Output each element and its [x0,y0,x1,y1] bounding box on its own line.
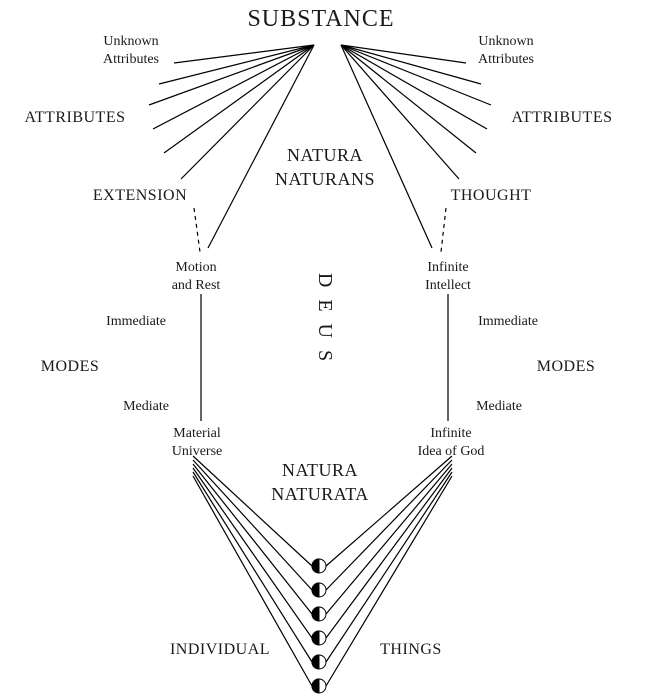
material-universe-label: Material Universe [147,425,247,461]
natura-naturans-line1: NATURA [286,145,363,165]
immediate-right-label: Immediate [478,314,538,329]
unknown-attributes-right-line1: Unknown [478,34,534,49]
modes-right-label: MODES [536,358,596,375]
motion-and-rest-line1: Motion [175,260,217,275]
substance-title: SUBSTANCE [247,6,395,32]
modes-left-label: MODES [40,358,100,375]
left-attribute-fan [148,44,315,249]
things-label: THINGS [380,641,442,658]
infinite-intellect-line2: Intellect [425,278,471,293]
individual-thing-nodes [311,558,327,694]
natura-naturans-line2: NATURANS [274,169,375,189]
unknown-attributes-right-label: Unknown Attributes [456,33,556,69]
individual-thing-node [311,630,327,646]
natura-naturans-label: NATURA NATURANS [255,143,395,191]
thought-to-intellect-dashed [440,207,447,253]
left-things-fan [192,455,313,687]
infinite-idea-of-god-line1: Infinite [430,426,472,441]
natura-naturata-line2: NATURATA [271,484,369,504]
infinite-intellect-label: Infinite Intellect [398,259,498,295]
individual-thing-node [311,582,327,598]
natura-naturata-label: NATURA NATURATA [250,458,390,506]
deus-label: DEUS [314,272,336,374]
unknown-attributes-left-line2: Attributes [103,52,159,67]
thought-label: THOUGHT [450,187,532,204]
unknown-attributes-right-line2: Attributes [478,52,534,67]
unknown-attributes-left-line1: Unknown [103,34,159,49]
material-universe-line1: Material [173,426,221,441]
individual-thing-node [311,606,327,622]
extension-label: EXTENSION [92,187,188,204]
motion-and-rest-line2: and Rest [171,278,221,293]
mediate-right-label: Mediate [476,399,522,414]
infinite-idea-of-god-line2: Idea of God [417,444,485,459]
individual-thing-node [311,558,327,574]
infinite-intellect-line1: Infinite [427,260,469,275]
individual-thing-node [311,654,327,670]
attributes-left-label: ATTRIBUTES [24,109,126,126]
right-attribute-fan [340,44,492,249]
motion-and-rest-label: Motion and Rest [146,259,246,295]
material-universe-line2: Universe [171,444,223,459]
attributes-right-label: ATTRIBUTES [511,109,613,126]
infinite-idea-of-god-label: Infinite Idea of God [391,425,511,461]
individual-label: INDIVIDUAL [169,641,271,658]
right-things-fan [325,455,453,687]
extension-to-motion-dashed [193,207,201,253]
unknown-attributes-left-label: Unknown Attributes [81,33,181,69]
immediate-left-label: Immediate [106,314,166,329]
natura-naturata-line1: NATURA [281,460,358,480]
individual-thing-node [311,678,327,694]
mediate-left-label: Mediate [123,399,169,414]
